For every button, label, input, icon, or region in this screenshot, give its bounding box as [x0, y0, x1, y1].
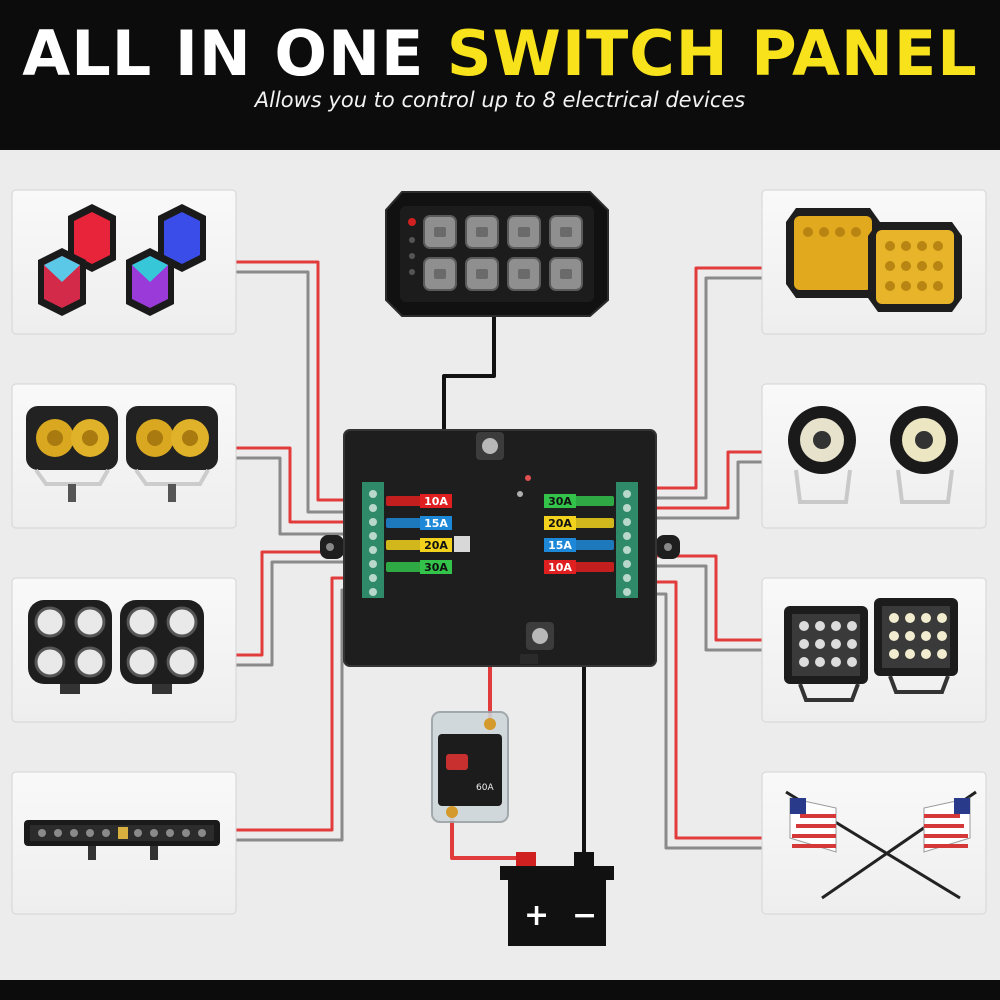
page-subtitle: Allows you to control up to 8 electrical… [254, 88, 746, 112]
fuse-rating-label: 30A [548, 495, 572, 508]
fuse-tag [420, 560, 452, 574]
device-card-right-1 [761, 189, 987, 335]
fuse-tag [544, 560, 576, 574]
wire-red-left-2 [236, 446, 362, 524]
battery: + − [500, 852, 614, 946]
wire-gray-right-2 [640, 460, 762, 520]
wire-red-right-1 [640, 266, 762, 490]
fuse-body [572, 540, 614, 550]
fuse-box: 10A 15A 20A 30A 30A 20A 15A 10A [320, 429, 680, 667]
fuses-left: 10A 15A 20A 30A [386, 494, 452, 574]
device-card-right-4 [761, 771, 987, 915]
wire-red-right-4 [640, 580, 762, 840]
wire-gray-left-1 [236, 270, 362, 514]
wire-red-left-3 [236, 550, 362, 657]
wire-gray-left-2 [236, 456, 362, 536]
device-card-left-2 [11, 383, 237, 529]
wire-negative-ground [540, 634, 586, 866]
wire-gray-right-4 [640, 592, 762, 850]
wiring-diagram: 10A 15A 20A 30A 30A 20A 15A 10A 60A + − [11, 189, 987, 946]
cube-work-lights-icon [784, 598, 958, 702]
fuse-tag [420, 538, 452, 552]
fuses-right: 30A 20A 15A 10A [544, 494, 614, 574]
fuse-rating-label: 30A [424, 561, 448, 574]
device-card-left-3 [11, 577, 237, 723]
four-lens-pod-lights-icon [28, 600, 204, 694]
battery-negative-sign: − [572, 898, 597, 933]
whip-flags-icon [785, 790, 977, 900]
switch-button-glyph [560, 227, 572, 237]
wire-red-right-2 [640, 450, 762, 510]
switch-button-glyph [518, 227, 530, 237]
page-title: ALL IN ONE SWITCH PANEL [0, 14, 1000, 94]
fuse-tag [544, 494, 576, 508]
fuse-body [386, 562, 428, 572]
fuse-tag [544, 538, 576, 552]
battery-positive-sign: + [524, 898, 549, 933]
amber-driving-lights-icon [786, 208, 962, 312]
fuse-rating-label: 10A [424, 495, 448, 508]
battery-negative-post-icon [574, 852, 594, 868]
fuse-rating-label: 10A [548, 561, 572, 574]
fuse-body [572, 562, 614, 572]
wire-gray-left-3 [236, 560, 362, 667]
fuse-body [572, 496, 614, 506]
wire-red-right-3 [640, 554, 762, 642]
yellow-pod-lights-icon [26, 406, 218, 502]
breaker-reset-lever-icon [446, 754, 468, 770]
device-card-right-2 [761, 383, 987, 529]
switch-button-glyph [476, 269, 488, 279]
fuse-rating-label: 20A [424, 539, 448, 552]
wire-gray-right-3 [640, 564, 762, 652]
fuse-tag [420, 494, 452, 508]
switch-button-glyph [560, 269, 572, 279]
device-card-right-3 [761, 577, 987, 723]
fuse-rating-label: 15A [424, 517, 448, 530]
wire-red-left-1 [236, 260, 362, 502]
switch-panel [385, 191, 609, 317]
round-fog-lights-icon [788, 406, 958, 504]
fuse-body [386, 496, 428, 506]
rgb-rock-lights-icon [38, 204, 206, 316]
fuse-rating-label: 20A [548, 517, 572, 530]
switch-button-glyph [476, 227, 488, 237]
switch-button-glyph [518, 269, 530, 279]
title-yellow-part: SWITCH PANEL [446, 17, 978, 90]
fuse-body [572, 518, 614, 528]
fuse-body [386, 518, 428, 528]
device-card-left-4 [11, 771, 237, 915]
switch-button-glyph [434, 227, 446, 237]
footer-strip [0, 980, 1000, 1000]
breaker-rating: 60A [476, 783, 494, 793]
fuse-body [386, 540, 428, 550]
fuse-tag [420, 516, 452, 530]
device-card-left-1 [11, 189, 237, 335]
relay-connector-icon [454, 536, 470, 552]
power-indicator-icon [408, 218, 416, 226]
switch-button-glyph [434, 269, 446, 279]
led-light-bar-icon [24, 820, 220, 860]
battery-positive-post-icon [516, 852, 536, 868]
title-white-part: ALL IN ONE [22, 17, 425, 90]
fuse-rating-label: 15A [548, 539, 572, 552]
wire-gray-right-1 [640, 276, 762, 500]
panel-buttons [423, 215, 583, 291]
circuit-breaker: 60A [431, 711, 509, 823]
header-banner: ALL IN ONE SWITCH PANEL Allows you to co… [0, 0, 1000, 150]
fuse-tag [544, 516, 576, 530]
